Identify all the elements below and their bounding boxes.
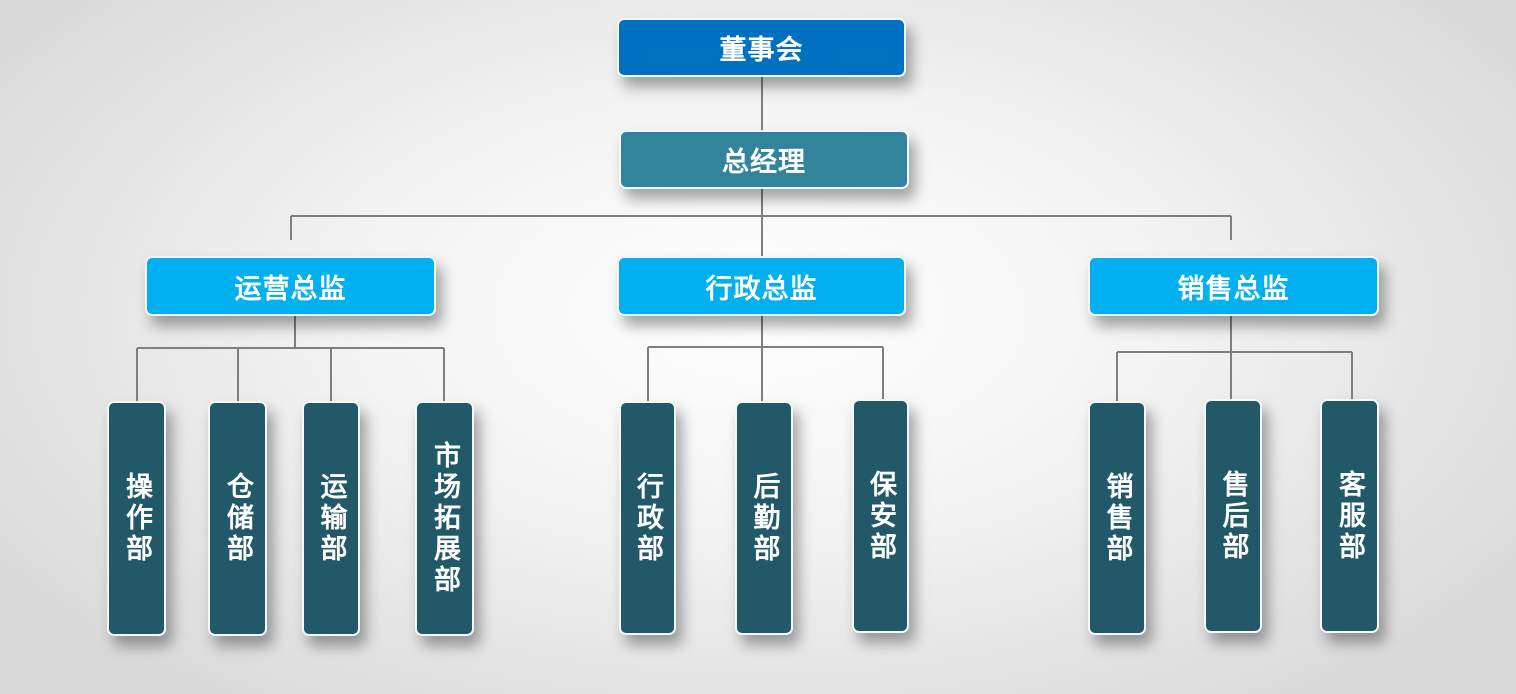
sales-director-node[interactable]: 销售总监: [1088, 256, 1379, 316]
department-node[interactable]: 操作部: [107, 401, 166, 636]
department-label: 市场拓展部: [429, 441, 460, 596]
department-node[interactable]: 销售部: [1088, 401, 1146, 635]
director-label: 销售总监: [1177, 273, 1290, 305]
department-node[interactable]: 仓储部: [208, 401, 267, 636]
operations-director-node[interactable]: 运营总监: [145, 256, 436, 316]
general-manager-node[interactable]: 总经理: [619, 130, 909, 189]
director-label: 行政总监: [705, 273, 818, 305]
department-label: 运输部: [315, 472, 347, 565]
department-label: 保安部: [865, 469, 896, 563]
director-label: 运营总监: [234, 273, 347, 305]
department-label: 操作部: [121, 472, 152, 565]
department-label: 仓储部: [222, 472, 253, 565]
department-label: 后勤部: [748, 471, 780, 565]
department-label: 客服部: [1334, 469, 1365, 563]
department-node[interactable]: 售后部: [1204, 399, 1262, 633]
department-node[interactable]: 后勤部: [735, 401, 793, 635]
department-node[interactable]: 行政部: [619, 401, 676, 635]
department-node[interactable]: 保安部: [852, 399, 909, 633]
board-label: 董事会: [719, 35, 804, 66]
department-label: 售后部: [1217, 469, 1249, 563]
department-node[interactable]: 运输部: [302, 401, 360, 636]
general-manager-label: 总经理: [722, 147, 806, 178]
department-node[interactable]: 客服部: [1320, 399, 1379, 633]
admin-director-node[interactable]: 行政总监: [617, 256, 906, 316]
department-node[interactable]: 市场拓展部: [415, 401, 474, 636]
board-node[interactable]: 董事会: [617, 18, 906, 77]
department-label: 行政部: [632, 471, 663, 565]
department-label: 销售部: [1101, 471, 1133, 565]
